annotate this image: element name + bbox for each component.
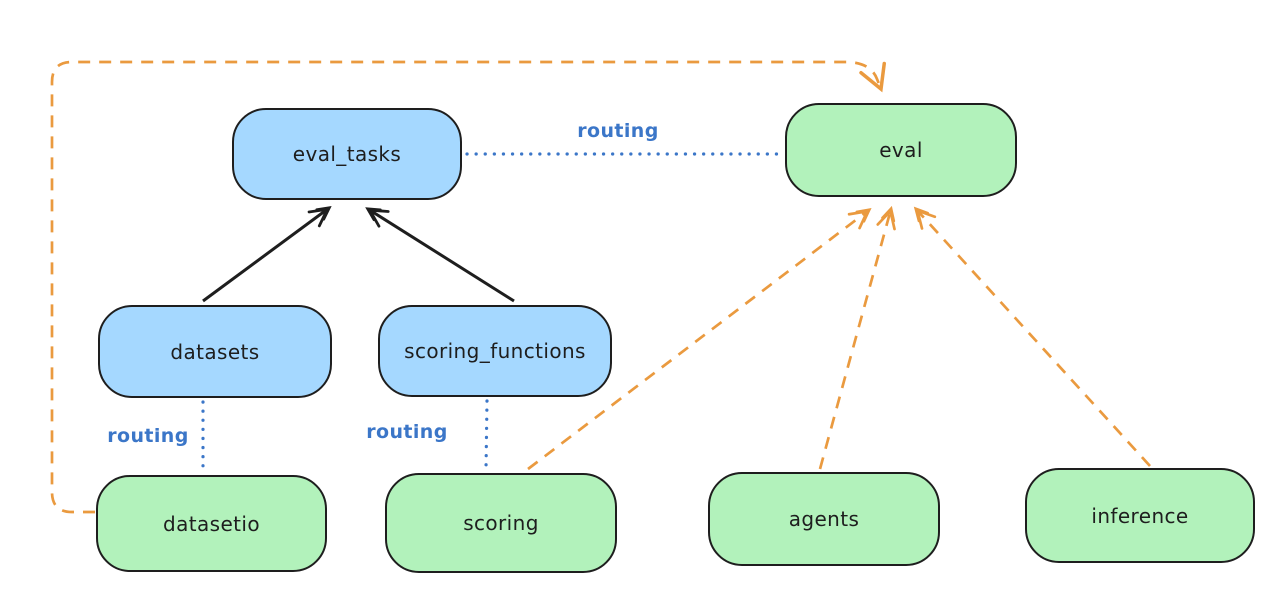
node-eval-tasks: eval_tasks bbox=[232, 108, 462, 200]
routing-label-datasets-datasetio: routing bbox=[107, 425, 189, 447]
node-inference-label: inference bbox=[1091, 503, 1189, 528]
routing-label-scoring-functions-scoring: routing bbox=[366, 421, 448, 443]
edge-agents-to-eval bbox=[818, 205, 896, 470]
node-eval-tasks-label: eval_tasks bbox=[292, 142, 402, 166]
node-scoring: scoring bbox=[385, 473, 617, 573]
node-inference: inference bbox=[1025, 468, 1255, 563]
node-eval-label: eval bbox=[879, 138, 923, 162]
node-scoring-functions: scoring_functions bbox=[378, 305, 612, 397]
node-scoring-label: scoring bbox=[463, 511, 539, 535]
node-datasets-label: datasets bbox=[170, 339, 260, 364]
edge-inference-to-eval bbox=[913, 206, 1151, 467]
node-agents-label: agents bbox=[788, 507, 860, 531]
edge-scoring-to-eval bbox=[527, 208, 872, 471]
node-datasetio: datasetio bbox=[96, 475, 327, 572]
node-eval: eval bbox=[785, 103, 1017, 197]
edge-scoring-functions-to-eval-tasks bbox=[368, 209, 515, 303]
edge-scoring-functions-to-scoring-routing bbox=[484, 399, 489, 471]
edge-datasets-to-eval-tasks bbox=[202, 208, 329, 303]
node-datasets: datasets bbox=[98, 305, 332, 398]
routing-label-eval-tasks-eval: routing bbox=[577, 120, 659, 142]
node-scoring-functions-label: scoring_functions bbox=[404, 339, 586, 363]
node-agents: agents bbox=[708, 472, 940, 566]
node-datasetio-label: datasetio bbox=[162, 511, 260, 536]
